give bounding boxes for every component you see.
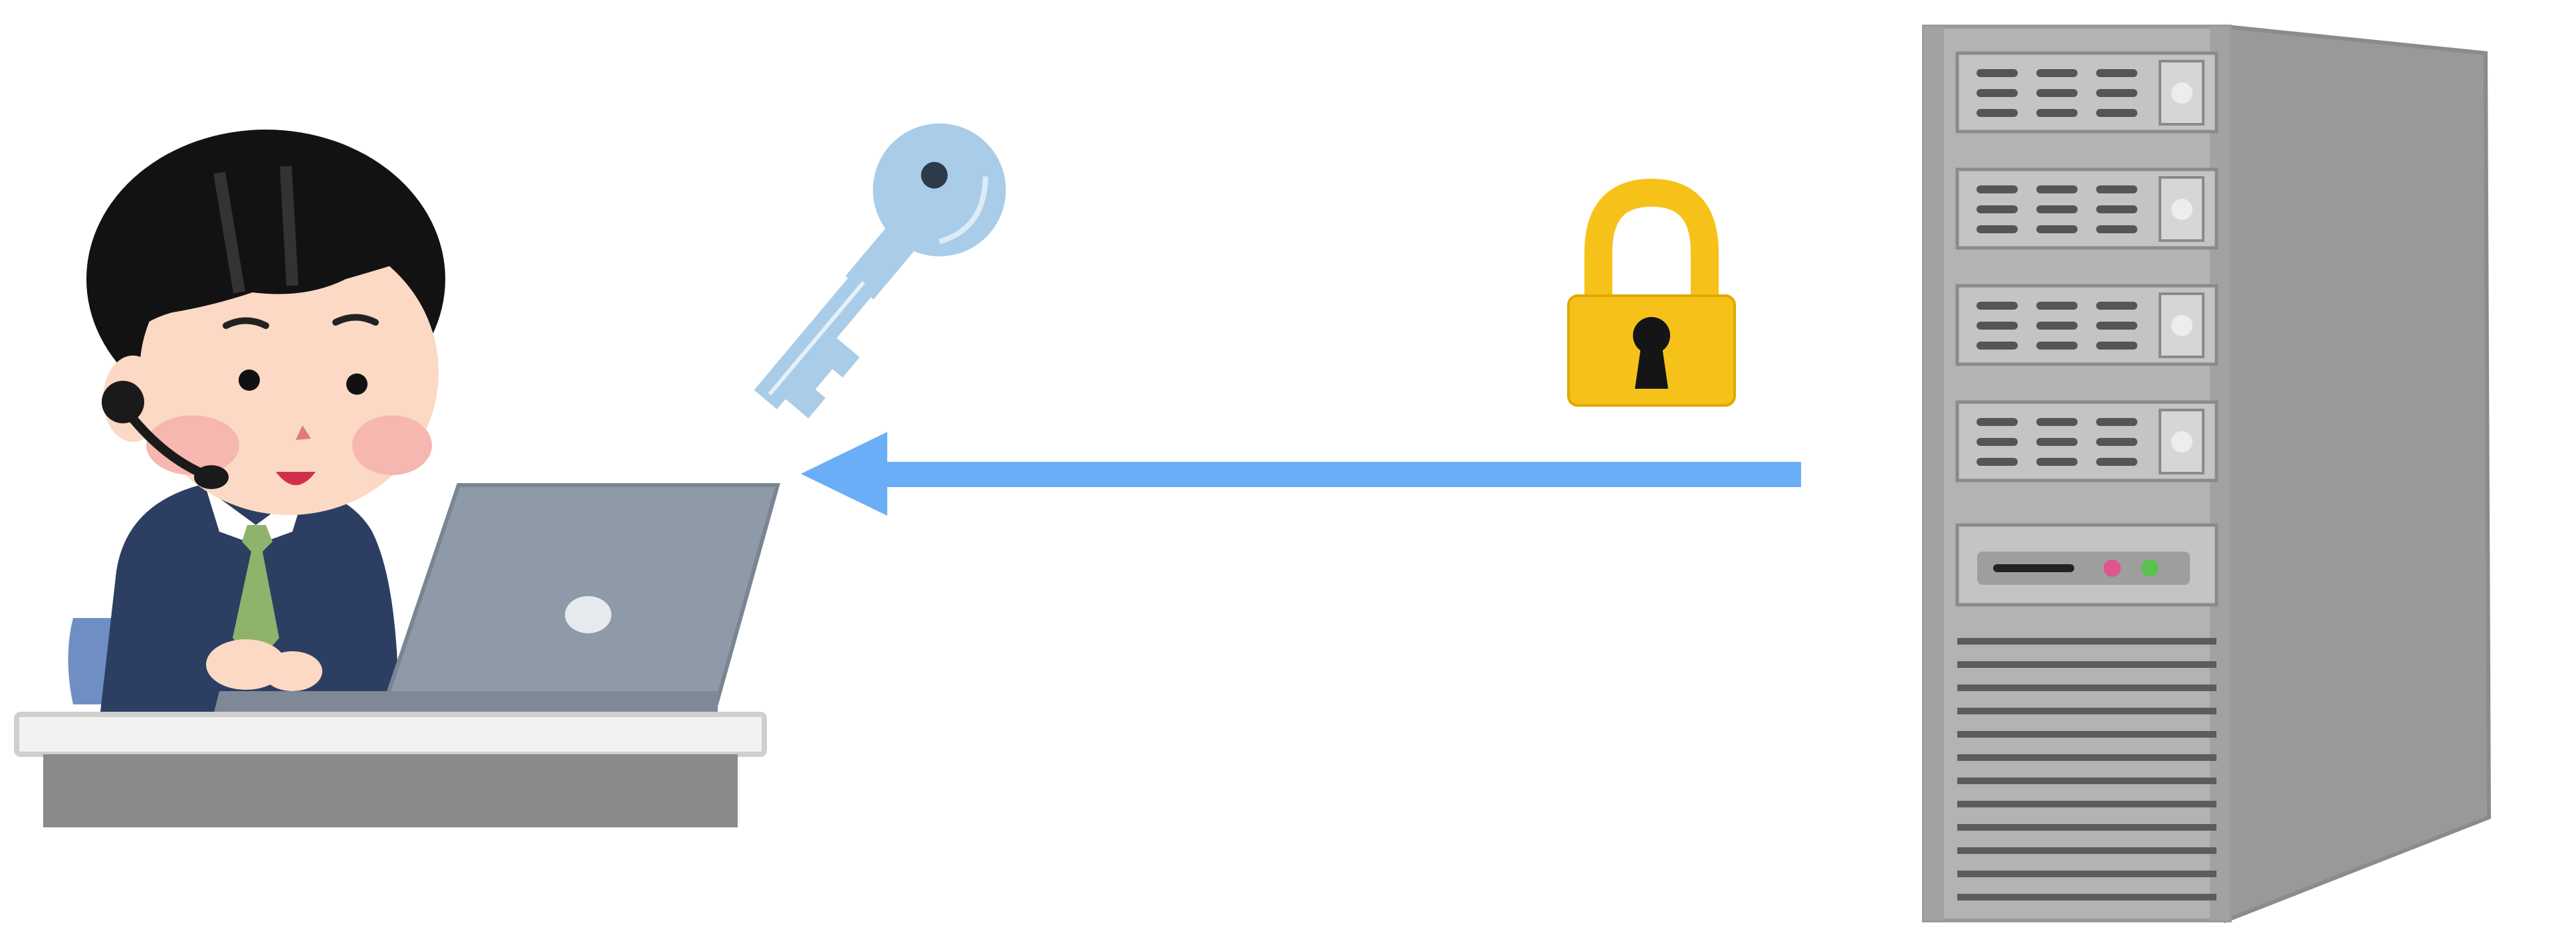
padlock-shackle: [1584, 178, 1719, 312]
drive-bay: [1955, 284, 2218, 366]
operator-at-laptop-icon: [14, 130, 780, 827]
server-side-panel: [2224, 24, 2492, 924]
server-control-panel: [1955, 523, 2218, 607]
cheek-left: [146, 415, 239, 475]
desk-top: [14, 712, 767, 757]
shirt-collar: [206, 488, 306, 545]
arrow-head: [801, 432, 887, 516]
nose: [296, 425, 311, 440]
drive-bay: [1955, 51, 2218, 134]
eye-left: [239, 369, 260, 391]
server-tower-icon: [1922, 24, 2492, 924]
led-pink: [2103, 560, 2121, 577]
mouth: [276, 472, 316, 485]
cheek-right: [352, 415, 432, 475]
key-hole: [920, 161, 948, 189]
key-teeth: [785, 338, 860, 419]
arrow-shaft: [877, 462, 1801, 487]
eyebrow-left: [223, 317, 269, 329]
laptop-base: [213, 691, 718, 718]
bangs: [113, 165, 432, 340]
padlock-keyhole-slot: [1635, 342, 1668, 389]
laptop-logo: [565, 596, 611, 633]
headset-mic: [194, 465, 229, 489]
led-green: [2141, 560, 2159, 577]
padlock-icon: [1567, 178, 1736, 407]
key-icon: [754, 123, 1006, 419]
hair-stripe: [213, 165, 298, 294]
tie: [233, 525, 279, 665]
eye-right: [346, 373, 368, 395]
eyebrow-right: [332, 314, 379, 326]
desk-front: [43, 754, 738, 827]
arrow-server-to-operator: [801, 432, 1801, 516]
hand-right: [263, 651, 322, 691]
server-vent-grill: [1957, 638, 2216, 900]
key-bow-ring: [938, 176, 988, 245]
laptop-icon: [213, 483, 780, 718]
headset-earpiece: [102, 381, 144, 423]
drive-bay: [1955, 400, 2218, 482]
server-front-rail-left: [1924, 27, 1944, 920]
key-groove: [768, 280, 865, 396]
drive-bay: [1955, 167, 2218, 250]
